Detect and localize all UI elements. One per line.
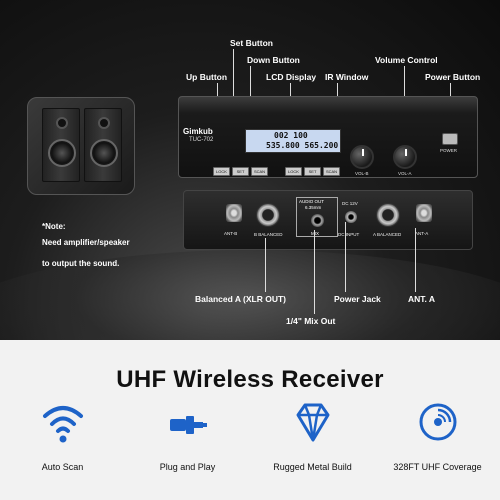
set-button-left[interactable]: SET bbox=[232, 167, 249, 176]
volume-knob-a[interactable] bbox=[393, 145, 417, 169]
feature-label: Rugged Metal Build bbox=[273, 462, 352, 472]
callout-ant-a: ANT. A bbox=[408, 294, 436, 304]
note-line2: Need amplifier/speaker bbox=[42, 238, 130, 247]
dark-product-section: Set Button Down Button Volume Control Up… bbox=[0, 0, 500, 340]
ant-a-small-label: ANT-A bbox=[415, 231, 429, 236]
a-balanced-label: A BALANCED bbox=[373, 232, 402, 237]
callout-line bbox=[345, 222, 346, 292]
plug-icon bbox=[170, 416, 207, 434]
antenna-a-connector bbox=[416, 204, 432, 222]
dc-label: DC 12V bbox=[342, 201, 358, 206]
callout-set-button: Set Button bbox=[230, 38, 273, 48]
feature-328ft-uhf-coverage: 328FT UHF Coverage bbox=[375, 400, 500, 480]
model-number: TUC-702 bbox=[189, 137, 214, 143]
speaker-left bbox=[42, 108, 80, 182]
callout-down-button: Down Button bbox=[247, 55, 300, 65]
feature-label: 328FT UHF Coverage bbox=[393, 462, 482, 472]
xlr-a-connector bbox=[376, 203, 400, 227]
mix-label: MIX bbox=[311, 231, 320, 236]
lock-button-right[interactable]: LOCK bbox=[285, 167, 302, 176]
callout-volume-control: Volume Control bbox=[375, 55, 438, 65]
set-button-right[interactable]: SET bbox=[304, 167, 321, 176]
b-balanced-label: B BALANCED bbox=[254, 232, 283, 237]
power-button[interactable] bbox=[442, 133, 458, 145]
callout-line bbox=[415, 228, 416, 292]
lcd-line-2: 535.800 565.200 bbox=[266, 141, 339, 150]
receiver-front-panel: Gimkub TUC-702 002 100 535.800 565.200 L… bbox=[178, 96, 478, 178]
wifi-icon bbox=[43, 406, 83, 443]
dc-input-label: DC INPUT bbox=[338, 232, 360, 237]
background-wave bbox=[0, 250, 500, 340]
brand-logo: Gimkub bbox=[183, 127, 213, 136]
feature-rugged-metal-build: Rugged Metal Build bbox=[250, 400, 375, 480]
callout-power-jack: Power Jack bbox=[334, 294, 381, 304]
callout-mix-out: 1/4" Mix Out bbox=[286, 316, 336, 326]
callout-lcd-display: LCD Display bbox=[266, 72, 317, 82]
callout-line bbox=[265, 238, 266, 292]
diamond-icon bbox=[296, 403, 330, 442]
antenna-b-connector bbox=[226, 204, 242, 222]
feature-label: Auto Scan bbox=[41, 462, 84, 472]
dc-power-jack bbox=[345, 211, 357, 223]
note-title: *Note: bbox=[42, 222, 66, 231]
speaker-thumbnail bbox=[27, 97, 135, 195]
feature-plug-and-play: Plug and Play bbox=[125, 400, 250, 480]
callout-power-button: Power Button bbox=[425, 72, 481, 82]
volume-knob-b[interactable] bbox=[350, 145, 374, 169]
lcd-line-1: 002 100 bbox=[274, 131, 308, 140]
feature-auto-scan: Auto Scan bbox=[0, 400, 125, 480]
disc-icon bbox=[419, 403, 457, 441]
scan-button-left[interactable]: SCAN bbox=[251, 167, 268, 176]
audio-out-label: AUDIO OUT bbox=[299, 199, 325, 204]
mix-out-jack bbox=[311, 214, 324, 227]
vol-a-label: VOL-A bbox=[398, 171, 412, 176]
receiver-back-panel: ANT-B B BALANCED AUDIO OUT 6.35mm MIX DC… bbox=[183, 190, 473, 250]
note-line3: to output the sound. bbox=[42, 259, 120, 268]
callout-up-button: Up Button bbox=[186, 72, 228, 82]
callout-line bbox=[314, 230, 315, 314]
callout-balanced-a: Balanced A (XLR OUT) bbox=[195, 294, 286, 304]
audio-out-size: 6.35mm bbox=[305, 205, 322, 210]
scan-button-right[interactable]: SCAN bbox=[323, 167, 340, 176]
features-section bbox=[0, 340, 500, 500]
audio-out-box: AUDIO OUT 6.35mm MIX bbox=[296, 197, 338, 237]
power-label: POWER bbox=[440, 148, 458, 153]
callout-ir-window: IR Window bbox=[325, 72, 369, 82]
ant-b-label: ANT-B bbox=[224, 231, 238, 236]
lcd-display: 002 100 535.800 565.200 bbox=[245, 129, 341, 153]
vol-b-label: VOL-B bbox=[355, 171, 369, 176]
xlr-b-connector bbox=[256, 203, 280, 227]
feature-label: Plug and Play bbox=[159, 462, 216, 472]
lock-button-left[interactable]: LOCK bbox=[213, 167, 230, 176]
speaker-right bbox=[84, 108, 122, 182]
headline: UHF Wireless Receiver bbox=[116, 366, 384, 393]
